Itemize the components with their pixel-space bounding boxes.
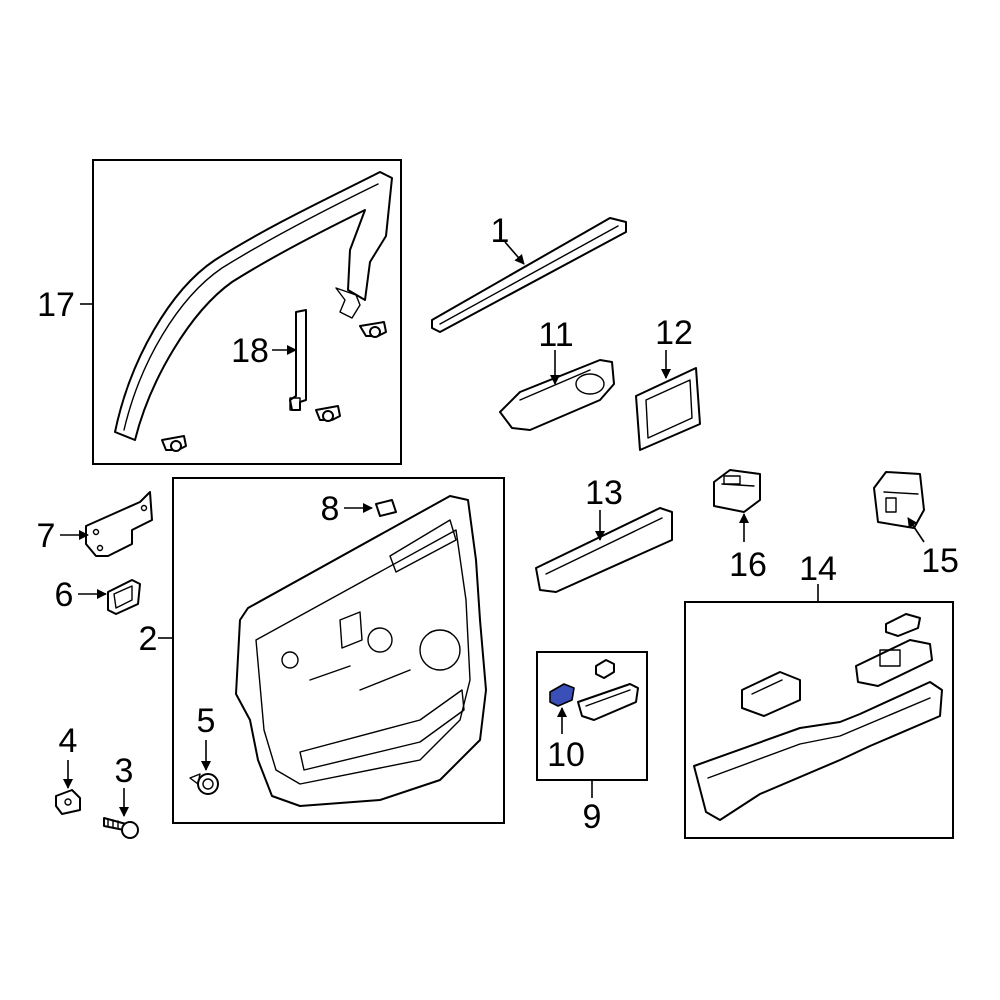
part-15-window-switch[interactable] [873,471,925,529]
callout-7: 7 [37,517,56,555]
part-17-clip-bottom[interactable] [161,435,187,452]
part-17-clip-top[interactable] [359,321,387,338]
callout-8: 8 [321,490,340,528]
part-17-clip-mid[interactable] [315,405,341,422]
callout-3: 3 [115,752,134,790]
part-8-clip[interactable] [375,499,397,517]
callout-5: 5 [197,702,216,740]
part-17-window-molding[interactable] [114,171,393,441]
callout-9: 9 [583,798,602,836]
callout-17: 17 [37,286,75,324]
leader-15 [907,517,925,543]
callout-1: 1 [491,212,510,250]
leader-1 [504,241,525,265]
part-14-switch-bezel[interactable] [855,639,933,687]
callout-4: 4 [59,722,78,760]
callout-12: 12 [655,314,693,352]
part-18-seal-strip[interactable] [289,309,307,411]
part-1-belt-weatherstrip[interactable] [431,217,627,333]
part-16-switch[interactable] [713,469,761,513]
part-12-trim-bezel[interactable] [635,367,701,451]
callout-10: 10 [547,736,585,774]
part-10-clip-highlighted[interactable] [549,683,575,707]
part-9-pull-cup[interactable] [577,683,639,721]
group-box-14 [684,601,954,839]
part-14-armrest-base[interactable] [693,681,943,821]
group-box-17 [92,159,402,465]
part-7-bracket[interactable] [85,491,153,557]
callout-16: 16 [729,546,767,584]
callout-14: 14 [799,550,837,588]
part-5-push-pin[interactable] [189,773,219,795]
part-6-clip[interactable] [107,579,141,615]
part-14-cap[interactable] [885,613,921,637]
part-3-screw[interactable] [103,817,139,839]
part-9-pin[interactable] [595,659,615,679]
callout-13: 13 [585,474,623,512]
part-14-bracket[interactable] [741,671,801,717]
part-2-door-trim-panel[interactable] [235,495,487,807]
part-4-nut-clip[interactable] [55,789,81,815]
callout-18: 18 [231,332,269,370]
callout-2: 2 [139,620,158,658]
callout-15: 15 [921,542,959,580]
group-box-2 [172,477,505,824]
part-11-handle-bezel[interactable] [499,359,615,431]
callout-6: 6 [55,576,74,614]
callout-11: 11 [538,316,573,354]
part-13-armrest-substrate[interactable] [535,507,673,593]
